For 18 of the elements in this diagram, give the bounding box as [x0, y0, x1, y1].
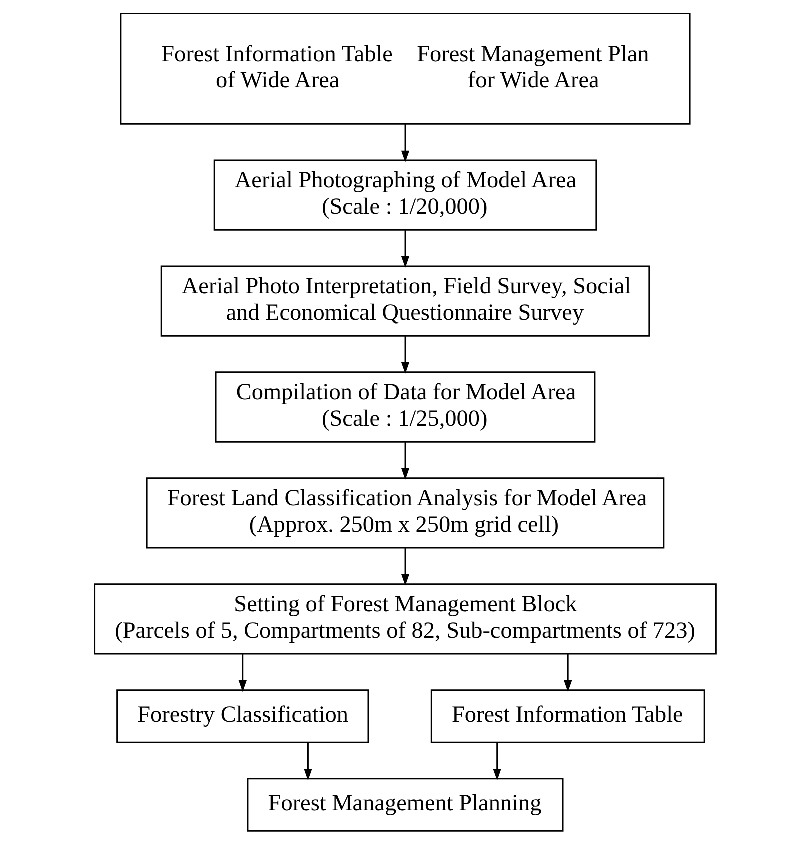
- node-box: Forestry Classification: [116, 690, 370, 744]
- node-box: Aerial Photo Interpretation, Field Survey, Social and Economical Questionnaire Survey: [160, 266, 650, 337]
- node-box: Forest Information Table: [430, 690, 706, 744]
- arrow: [401, 230, 410, 268]
- node-box: Forest Management Planning: [247, 778, 564, 832]
- arrow: [238, 654, 247, 692]
- node-box: Forest Land Classification Analysis for Model Area (Approx. 250m x 250m grid cell): [146, 478, 665, 549]
- arrow: [304, 743, 312, 781]
- node-box: Aerial Photographing of Model Area (Scale : 1/20,000): [214, 160, 598, 231]
- arrow: [493, 743, 502, 781]
- arrow: [401, 336, 410, 374]
- node-box: Compilation of Data for Model Area (Scale : 1/25,000): [215, 372, 596, 443]
- node-box: Setting of Forest Management Block (Parcels of 5, Compartments of 82, Sub-compartments of 723): [94, 584, 717, 655]
- arrow: [401, 442, 410, 480]
- arrow: [401, 548, 410, 586]
- arrow: [401, 124, 410, 162]
- node-box: Forest Information Table of Wide Area Forest Management Plan for Wide Area: [120, 13, 691, 125]
- arrow: [564, 654, 572, 692]
